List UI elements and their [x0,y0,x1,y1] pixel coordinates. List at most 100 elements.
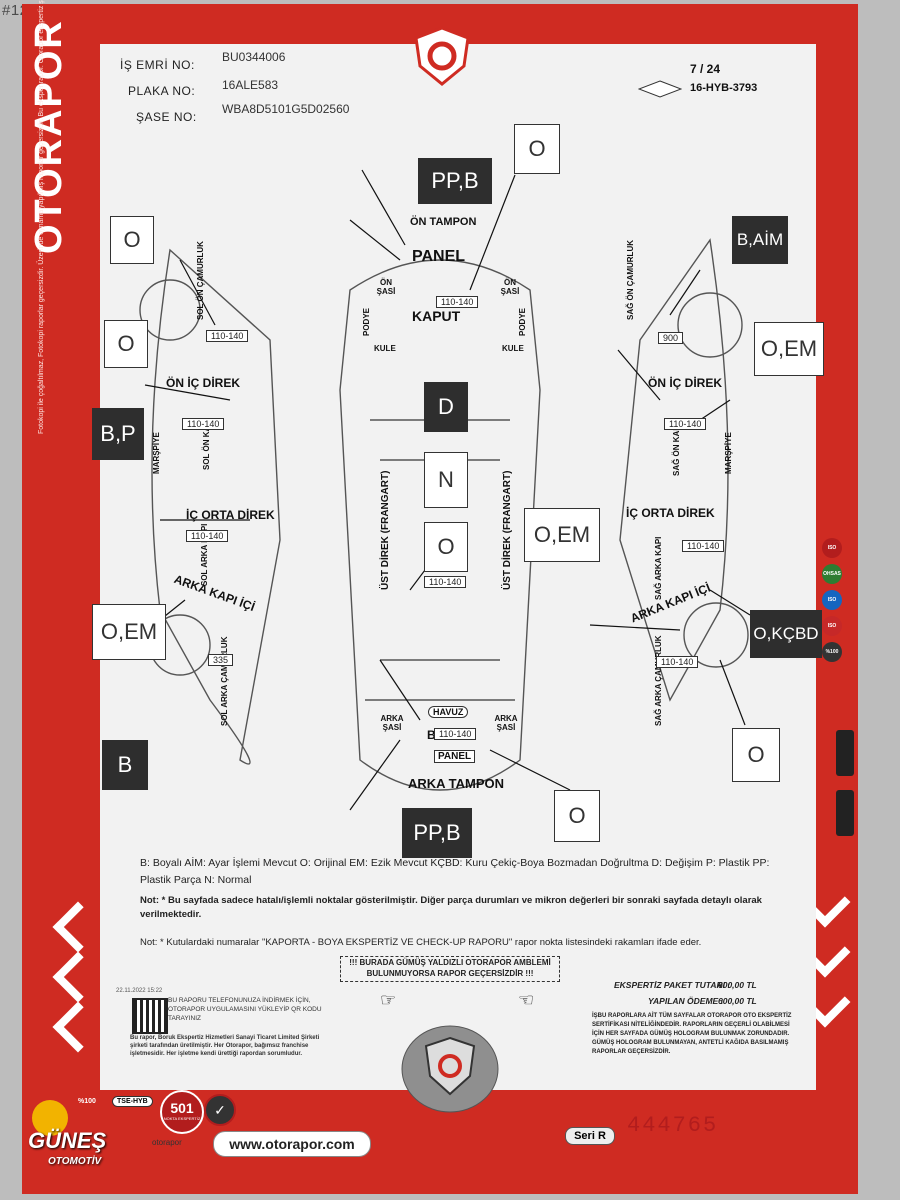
ust-direk-left-label: ÜST DİREK (FRANGART) [380,470,391,590]
kaput-box: O [514,124,560,174]
qr-code-icon[interactable] [132,998,168,1034]
sol-arka-camurluk-box: B [102,740,148,790]
kaput-label: KAPUT [412,308,461,324]
on-ic-direk-right-label: ÖN İÇ DİREK [648,376,723,390]
sag-arka-camurluk-micron: 110-140 [656,656,699,668]
chevron-icon [52,951,104,1003]
sol-arka-camurluk-label: SOL ARKA ÇAMURLUK [220,636,229,726]
hologram-banner: !!! BURADA GÜMÜŞ YALDIZLI OTORAPOR AMBLE… [340,956,560,982]
marspiye-left-label: MARŞPİYE [152,432,161,474]
percent-badge: %100 [78,1098,96,1105]
sase-label: ŞASE NO: [136,110,197,124]
sol-on-kapi-micron: 110-140 [182,418,225,430]
podye-right-label: PODYE [518,307,527,336]
sag-on-kapi-micron: 110-140 [664,418,707,430]
on-sasi-left-label: ÖN ŞASİ [376,278,396,296]
odeme-value: 600,00 TL [718,996,757,1006]
google-play-icon[interactable] [836,790,854,836]
paket-value: 600,00 TL [718,980,757,990]
otorapor-url-link[interactable]: www.otorapor.com [213,1131,371,1157]
sun-icon [32,1100,68,1136]
sol-marspiye-box: B,P [92,408,144,460]
sag-on-kapi-box: O,EM [754,322,824,376]
tse-code: 16-HYB-3793 [690,82,758,94]
bagaj-micron: 110-140 [434,728,477,740]
app-store-icon[interactable] [836,730,854,776]
arka-tampon-box: PP,B [402,808,472,858]
sag-arka-kapi-box: O,EM [524,508,600,562]
is-emri-label: İŞ EMRİ NO: [120,58,195,72]
ohsas-badge: OHSAS [822,564,842,584]
kule-right-label: KULE [502,344,524,353]
ic-orta-direk-left-label: İÇ ORTA DİREK [186,508,275,522]
sol-arka-camurluk-micron: 335 [208,654,234,666]
tavan-micron: 110-140 [424,576,467,588]
badge-501: 501 NOKTA EKSPERTİZ [160,1090,204,1134]
note-2: Not: * Kutulardaki numaralar "KAPORTA - … [140,937,702,948]
sol-on-camurluk-label: SOL ÖN ÇAMURLUK [196,241,205,320]
sol-arka-kapi-box: O,EM [92,604,166,660]
seri-text: Seri [574,1130,595,1142]
sol-on-camurluk-box: O [110,216,154,264]
odeme-label: YAPILAN ÖDEME : [648,996,724,1006]
hand-left-icon: ☞ [380,990,397,1010]
otorapor-shield-icon [414,26,470,86]
paket-label: EKSPERTİZ PAKET TUTARI : [614,980,731,990]
is-emri-value: BU0344006 [222,50,286,64]
otorapor-small-label: otorapor [152,1138,182,1147]
iso-badge-2: ISO [822,590,842,610]
chevron-icon [52,901,104,953]
legend: B: Boyalı AİM: Ayar İşlemi Mevcut O: Ori… [140,857,770,886]
hologram-seal-icon [401,1025,499,1113]
sag-arka-alt-box: O [732,728,780,782]
seri-label: Seri R [565,1127,615,1145]
badge-501-number: 501 [170,1100,194,1116]
tavan-on-box: D [424,382,468,432]
serial-number: 444765 [627,1113,719,1138]
tavan-arka-box: O [424,522,468,572]
on-tampon-box: PP,B [418,158,492,204]
hand-right-icon: ☜ [518,990,535,1010]
sase-value: WBA8D5101G5D02560 [222,102,350,116]
panel-front-label: PANEL [412,248,466,265]
dealer-logo: GÜNEŞ OTOMOTİV [14,1088,142,1180]
sol-on-kapi-box: O [104,320,148,368]
arka-sasi-left-label: ARKA ŞASİ [380,714,404,732]
sag-on-camurluk-box: B,AİM [732,216,788,264]
seri-letter: R [597,1130,606,1142]
dealer-sub: OTOMOTİV [48,1156,102,1167]
brand-vertical: OTORAPOR [28,19,70,254]
sol-on-camurluk-micron: 110-140 [206,330,249,342]
page-number: 7 / 24 [690,62,721,76]
panel-rear-label: PANEL [434,750,476,763]
qr-text: BU RAPORU TELEFONUNUZA İNDİRMEK İÇİN, OT… [168,997,322,1022]
arka-tampon-label: ARKA TAMPON [408,776,505,791]
sag-arka-kapi-label: SAĞ ARKA KAPI [654,536,663,600]
check-shield-icon: ✓ [204,1094,236,1126]
havuz-label: HAVUZ [428,706,469,718]
percent-side-badge: %100 [822,642,842,662]
disclaimer-right: İŞBU RAPORLARA AİT TÜM SAYFALAR OTORAPOR… [592,1013,792,1055]
tavan-orta-box: N [424,452,468,508]
sag-on-camurluk-label: SAĞ ÖN ÇAMURLUK [626,240,635,320]
on-sasi-right-label: ÖN ŞASİ [500,278,520,296]
kaput-micron: 110-140 [436,296,479,308]
ust-direk-right-label: ÜST DİREK (FRANGART) [502,470,513,590]
fine-print-vertical: Fotokopi ile çoğaltılmaz, Fotokopi rapor… [38,0,45,434]
sag-on-kapi-label: SAĞ ÖN KAPI [672,423,681,476]
on-ic-direk-left-label: ÖN İÇ DİREK [166,376,241,390]
sag-arka-camurluk-label: SAĞ ARKA ÇAMURLUK [654,635,663,726]
on-tampon-label: ÖN TAMPON [410,216,477,228]
iso-badge: ISO [822,538,842,558]
marspiye-right-label: MARŞPİYE [724,432,733,474]
qr-date: 22.11.2022 15:22 [116,988,163,994]
bagaj-box: O [554,790,600,842]
tse-badge: TSE-HYB [112,1096,153,1107]
ic-orta-direk-right-label: İÇ ORTA DİREK [626,506,715,520]
iso-badge-3: ISO [822,616,842,636]
sag-on-camurluk-micron: 900 [658,332,684,344]
tse-diamond-icon [638,80,682,98]
badge-501-sub: NOKTA EKSPERTİZ [163,1116,201,1121]
disclaimer-left: Bu rapor, Boruk Ekspertiz Hizmetleri San… [130,1035,320,1057]
arka-sasi-right-label: ARKA ŞASİ [494,714,518,732]
